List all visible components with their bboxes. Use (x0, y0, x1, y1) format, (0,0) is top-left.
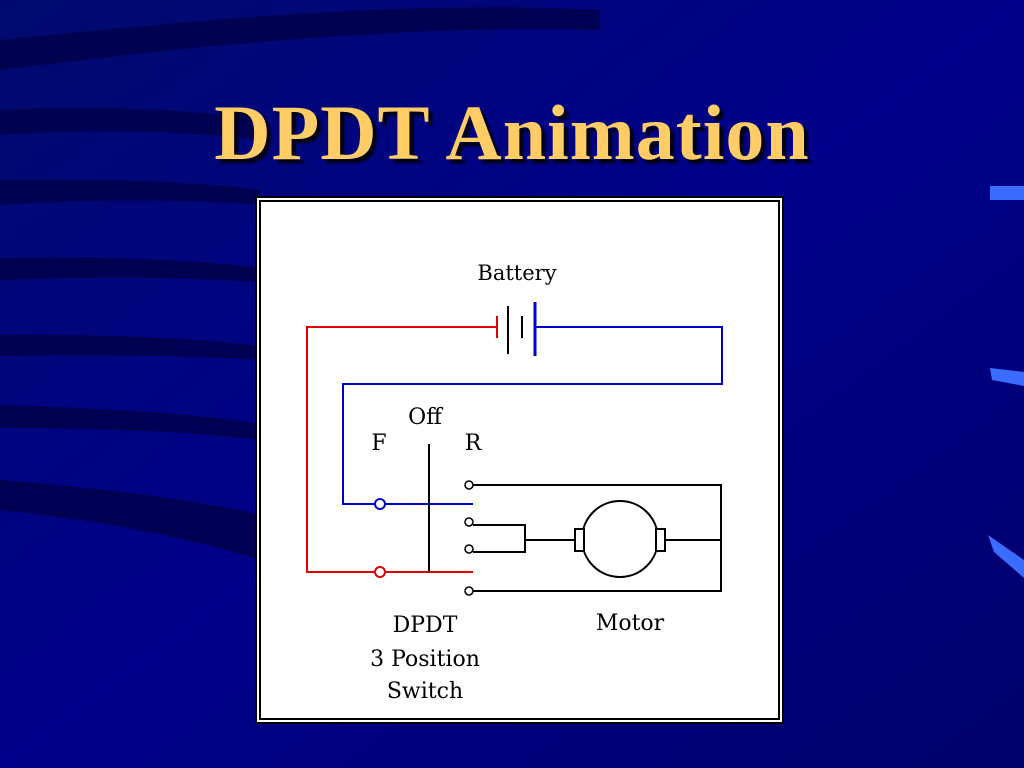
circuit-diagram: Battery F Off R (255, 196, 784, 724)
battery-label: Battery (477, 261, 556, 285)
switch-position-off: Off (408, 405, 443, 430)
negative-wire (342, 326, 723, 505)
switch-label-line-2: 3 Position (370, 647, 480, 672)
positive-wire (306, 326, 497, 573)
switch-position-forward: F (371, 431, 386, 456)
switch-position-reverse: R (465, 431, 483, 456)
motor-symbol (574, 500, 666, 578)
switch-label-line-1: DPDT (393, 613, 458, 638)
slide-title: DPDT Animation (214, 89, 810, 176)
switch-label-line-3: Switch (387, 679, 463, 704)
diagram-outer-border (255, 196, 784, 724)
motor-wiring (473, 484, 722, 592)
motor-label: Motor (596, 611, 665, 636)
battery-symbol (496, 302, 537, 356)
diagram-inner-border (259, 200, 780, 720)
switch-terminals (464, 480, 474, 596)
switch-contact-blue (374, 498, 386, 510)
switch-contact-red (374, 566, 386, 578)
